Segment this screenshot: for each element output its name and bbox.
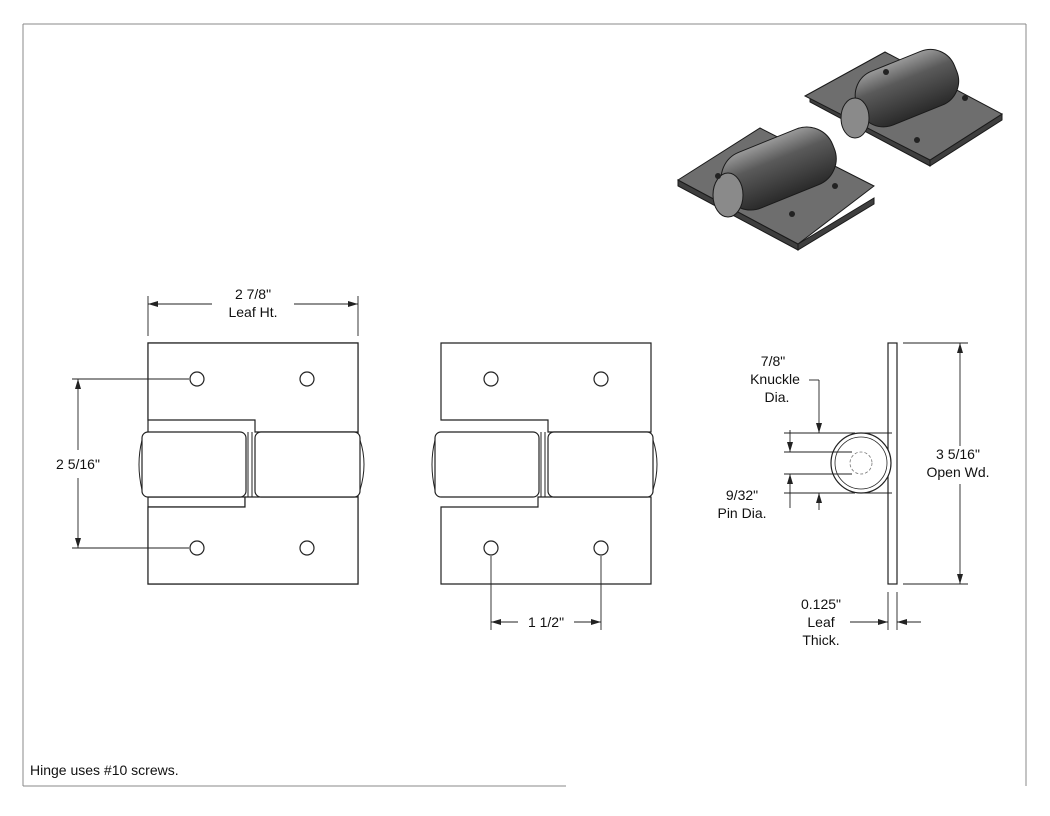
- isometric-hinge-view: [677, 48, 1003, 251]
- side-pin: [849, 451, 873, 475]
- screw-hole: [299, 371, 315, 387]
- screw-hole: [189, 371, 205, 387]
- screw-hole: [483, 540, 499, 556]
- open-width-value: 3 5/16": [936, 446, 980, 462]
- leaf-thickness-value: 0.125": [801, 596, 841, 612]
- knuckle-diameter-line1: Knuckle: [750, 371, 800, 387]
- sheet-border: [22, 23, 1027, 787]
- screw-hole: [483, 371, 499, 387]
- iso-hinge-back: [803, 48, 1003, 167]
- pin-diameter-value: 9/32": [726, 487, 758, 503]
- front-view-left: 2 7/8" Leaf Ht. 2 5/16": [56, 286, 365, 585]
- knuckle-diameter-dimension: 7/8" Knuckle Dia.: [750, 353, 855, 510]
- hole-spacing-horizontal-value: 1 1/2": [528, 614, 564, 630]
- screw-note: Hinge uses #10 screws.: [30, 762, 179, 778]
- pin-diameter-dimension: 9/32" Pin Dia.: [717, 430, 852, 521]
- leaf-height-value: 2 7/8": [235, 286, 271, 302]
- leaf-height-dimension: 2 7/8" Leaf Ht.: [147, 286, 359, 336]
- screw-hole: [189, 540, 205, 556]
- leaf-thickness-dimension: 0.125" Leaf Thick.: [801, 592, 921, 648]
- front-view-middle: 1 1/2": [431, 342, 658, 630]
- hole-spacing-horizontal-dimension: 1 1/2": [490, 556, 602, 630]
- screw-hole: [299, 540, 315, 556]
- knuckle-diameter-line2: Dia.: [765, 389, 790, 405]
- knuckle-diameter-value: 7/8": [761, 353, 785, 369]
- leaf-thickness-line1: Leaf: [807, 614, 834, 630]
- screw-hole: [593, 371, 609, 387]
- pin-diameter-label: Pin Dia.: [717, 505, 766, 521]
- side-view: 7/8" Knuckle Dia. 9/32" Pin Dia. 3 5/16"…: [717, 342, 990, 648]
- leaf-thickness-line2: Thick.: [802, 632, 839, 648]
- hole-spacing-vertical-value: 2 5/16": [56, 456, 100, 472]
- open-width-label: Open Wd.: [926, 464, 989, 480]
- side-knuckle: [830, 432, 892, 494]
- leaf-height-label: Leaf Ht.: [228, 304, 277, 320]
- open-width-dimension: 3 5/16" Open Wd.: [903, 342, 990, 585]
- screw-hole: [593, 540, 609, 556]
- hole-spacing-vertical-dimension: 2 5/16": [56, 378, 189, 549]
- iso-hinge-front: [677, 126, 875, 251]
